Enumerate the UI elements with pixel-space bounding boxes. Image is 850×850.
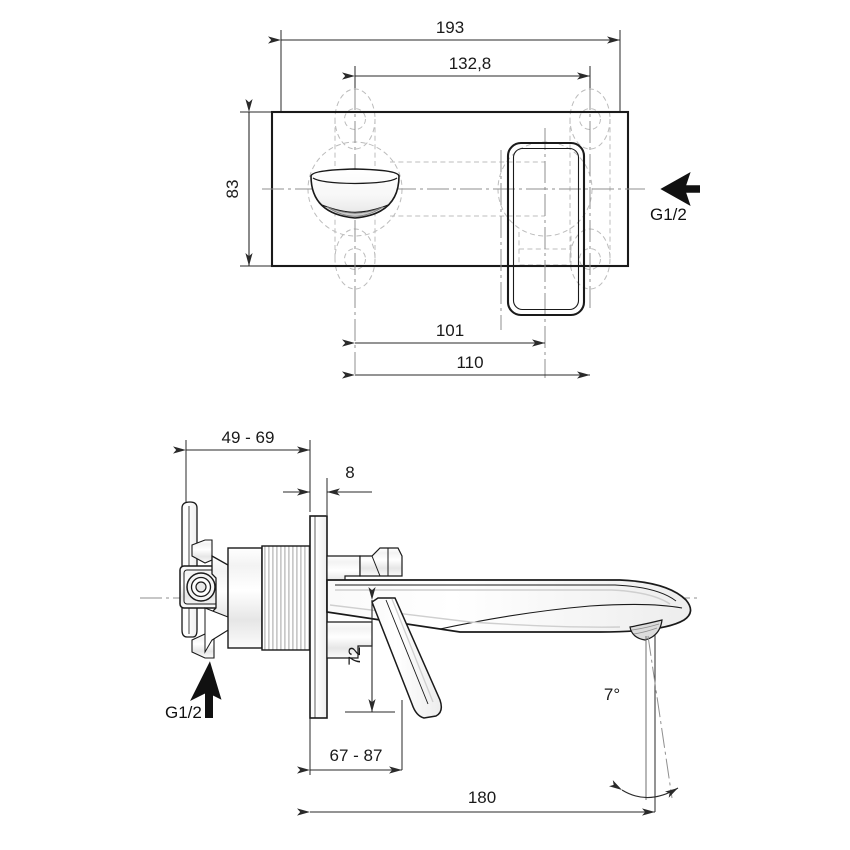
front-extension-lines bbox=[240, 30, 621, 267]
inlet-callout-side: G1/2 bbox=[165, 661, 222, 722]
dim-110: 110 bbox=[342, 353, 590, 379]
operating-lever-side bbox=[371, 597, 443, 719]
dim-49-69-label: 49 - 69 bbox=[222, 428, 275, 447]
inlet-arrow-left-icon bbox=[660, 171, 700, 207]
spout-assembly bbox=[326, 547, 692, 719]
inlet-callout-side-label: G1/2 bbox=[165, 703, 202, 722]
angle-7-label: 7° bbox=[604, 685, 620, 704]
inlet-arrow-up-icon bbox=[190, 661, 222, 718]
dim-110-label: 110 bbox=[456, 353, 483, 372]
dim-180-label: 180 bbox=[468, 788, 496, 807]
escutcheon-plate-side bbox=[309, 515, 328, 719]
dim-8-label: 8 bbox=[345, 463, 354, 482]
lever-handle-front bbox=[506, 141, 586, 317]
angle-7: 7° bbox=[604, 635, 679, 800]
aerator bbox=[629, 619, 663, 641]
dim-8: 8 bbox=[283, 463, 355, 496]
dim-83: 83 bbox=[223, 99, 253, 266]
angle-stream-line bbox=[647, 635, 673, 799]
dim-101-label: 101 bbox=[436, 321, 464, 340]
inlet-callout-front: G1/2 bbox=[650, 171, 700, 224]
inlet-callout-front-label: G1/2 bbox=[650, 205, 687, 224]
dim-72: 72 bbox=[345, 587, 376, 712]
dim-83-label: 83 bbox=[223, 180, 242, 199]
dim-132-8-label: 132,8 bbox=[449, 54, 492, 73]
concealed-valve-body bbox=[179, 501, 311, 659]
threaded-sleeve bbox=[261, 545, 311, 651]
dim-67-87: 67 - 87 bbox=[297, 746, 402, 774]
dim-132-8: 132,8 bbox=[342, 54, 590, 80]
spout-body bbox=[326, 579, 692, 633]
dim-193-label: 193 bbox=[436, 18, 464, 37]
dim-101: 101 bbox=[342, 321, 545, 347]
side-view: 49 - 69 8 bbox=[140, 428, 700, 816]
front-view: 193 132,8 83 bbox=[223, 18, 700, 379]
dim-49-69: 49 - 69 bbox=[173, 428, 310, 454]
front-centre-lines bbox=[262, 88, 645, 378]
dim-180: 180 bbox=[297, 788, 655, 816]
dim-67-87-label: 67 - 87 bbox=[330, 746, 383, 765]
dim-193: 193 bbox=[268, 18, 620, 44]
dim-72-label: 72 bbox=[345, 647, 364, 666]
spout-outlet-dome bbox=[310, 168, 400, 219]
